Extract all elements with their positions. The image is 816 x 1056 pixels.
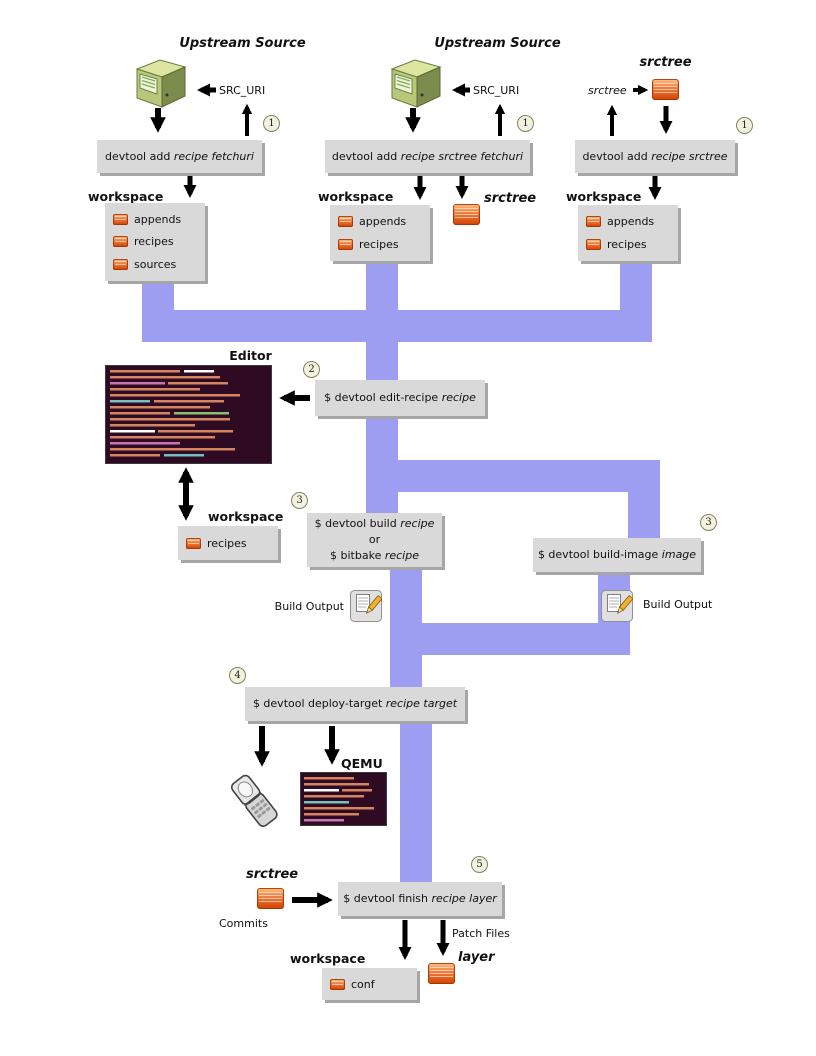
cmd-devtool-build: $ devtool build recipe or $ bitbake reci… <box>307 513 442 567</box>
workspace-item-row: appends <box>338 215 422 228</box>
srctree-label-2: srctree <box>484 191 537 206</box>
folder-icon <box>113 236 128 248</box>
workspace-item-label: recipes <box>207 536 247 550</box>
layer-label: layer <box>458 950 495 965</box>
workspace-box-2: appends recipes <box>330 205 430 261</box>
step-badge-1b: 1 <box>517 115 534 132</box>
workspace-item-row: recipes <box>586 238 670 251</box>
build-output-label-left: Build Output <box>274 600 344 613</box>
step-badge-3b: 3 <box>700 514 717 531</box>
build-output-label-right: Build Output <box>643 598 713 611</box>
srctree-label-finish: srctree <box>246 867 299 882</box>
srctree-folder-icon-finish <box>257 888 284 909</box>
qemu-screenshot <box>300 772 387 826</box>
step-badge-3a: 3 <box>291 492 308 509</box>
step-badge-1a: 1 <box>263 115 280 132</box>
folder-icon <box>113 259 128 271</box>
qemu-screen-noise <box>304 777 374 822</box>
editor-screen-noise <box>110 370 240 457</box>
cmd-devtool-build-image: $ devtool build-image image <box>533 538 701 572</box>
workspace-label-3: workspace <box>566 189 642 204</box>
src-uri-label-1: SRC_URI <box>219 84 266 97</box>
flow-band-lower-horizontal <box>406 623 630 655</box>
step-badge-1c: 1 <box>736 117 753 134</box>
folder-icon <box>338 239 353 250</box>
build-output-icon-right <box>601 590 633 622</box>
workspace-box-1: appends recipes sources <box>105 203 205 281</box>
commits-label: Commits <box>219 917 268 930</box>
patch-files-label: Patch Files <box>452 927 510 940</box>
workspace-item-label: conf <box>351 977 375 991</box>
srctree-small-label-3: srctree <box>588 84 627 97</box>
workspace-item-row: conf <box>330 978 409 991</box>
folder-icon <box>330 978 345 990</box>
flow-band-top-horizontal <box>142 310 652 342</box>
layer-folder-icon <box>428 963 455 984</box>
workspace-item-row: recipes <box>113 235 197 248</box>
target-device-phone-icon <box>230 774 278 828</box>
workspace-item-label: appends <box>134 212 182 226</box>
workspace-label-2: workspace <box>318 189 394 204</box>
srctree-title-3: srctree <box>639 55 692 70</box>
workspace-item-row: recipes <box>338 238 422 251</box>
workspace-box-3: appends recipes <box>578 205 678 261</box>
srctree-folder-icon-3 <box>652 79 679 100</box>
cmd-devtool-add-srctree: devtool add recipe srctree <box>575 140 735 173</box>
server-icon-1 <box>135 59 187 108</box>
editor-screenshot <box>105 365 272 464</box>
flow-band-deploy-down-vertical <box>400 720 432 885</box>
srctree-folder-icon-2 <box>453 204 480 225</box>
workspace-box-finish: conf <box>322 968 417 1000</box>
workspace-item-row: recipes <box>186 537 270 550</box>
workspace-item-label: appends <box>607 215 655 228</box>
step-badge-4: 4 <box>229 667 246 684</box>
cmd-devtool-edit-recipe: $ devtool edit-recipe recipe <box>315 380 485 416</box>
step-badge-5: 5 <box>471 856 488 873</box>
cmd-devtool-deploy-target: $ devtool deploy-target recipe target <box>245 687 465 721</box>
workspace-label-finish: workspace <box>290 951 366 966</box>
flow-band-buildimage-vertical <box>628 460 660 540</box>
cmd-devtool-add-fetchuri: devtool add recipe fetchuri <box>97 140 262 173</box>
qemu-label: QEMU <box>341 756 383 771</box>
upstream-source-title-1: Upstream Source <box>179 36 306 51</box>
folder-icon <box>113 213 128 225</box>
workspace-item-label: sources <box>134 258 177 272</box>
folder-icon <box>338 216 353 227</box>
folder-icon <box>586 216 601 227</box>
cmd-devtool-add-srctree-fetchuri: devtool add recipe srctree fetchuri <box>325 140 530 173</box>
workspace-box-editor: recipes <box>178 526 278 560</box>
workspace-item-label: appends <box>359 215 407 228</box>
workspace-item-label: recipes <box>359 238 399 251</box>
workspace-item-row: appends <box>113 213 197 226</box>
workspace-item-row: appends <box>586 215 670 228</box>
workspace-label-1: workspace <box>88 189 164 204</box>
workspace-item-label: recipes <box>134 235 174 249</box>
workspace-label-editor: workspace <box>208 509 284 524</box>
build-output-icon-left <box>350 590 382 622</box>
cmd-devtool-finish: $ devtool finish recipe layer <box>338 882 502 916</box>
folder-icon <box>586 239 601 250</box>
folder-icon <box>186 537 201 549</box>
server-icon-2 <box>390 59 442 108</box>
editor-label: Editor <box>229 348 272 363</box>
flow-band-mid-horizontal <box>366 460 660 492</box>
src-uri-label-2: SRC_URI <box>473 84 520 97</box>
upstream-source-title-2: Upstream Source <box>434 36 561 51</box>
workspace-item-row: sources <box>113 258 197 271</box>
step-badge-2: 2 <box>303 361 320 378</box>
workspace-item-label: recipes <box>607 238 647 251</box>
